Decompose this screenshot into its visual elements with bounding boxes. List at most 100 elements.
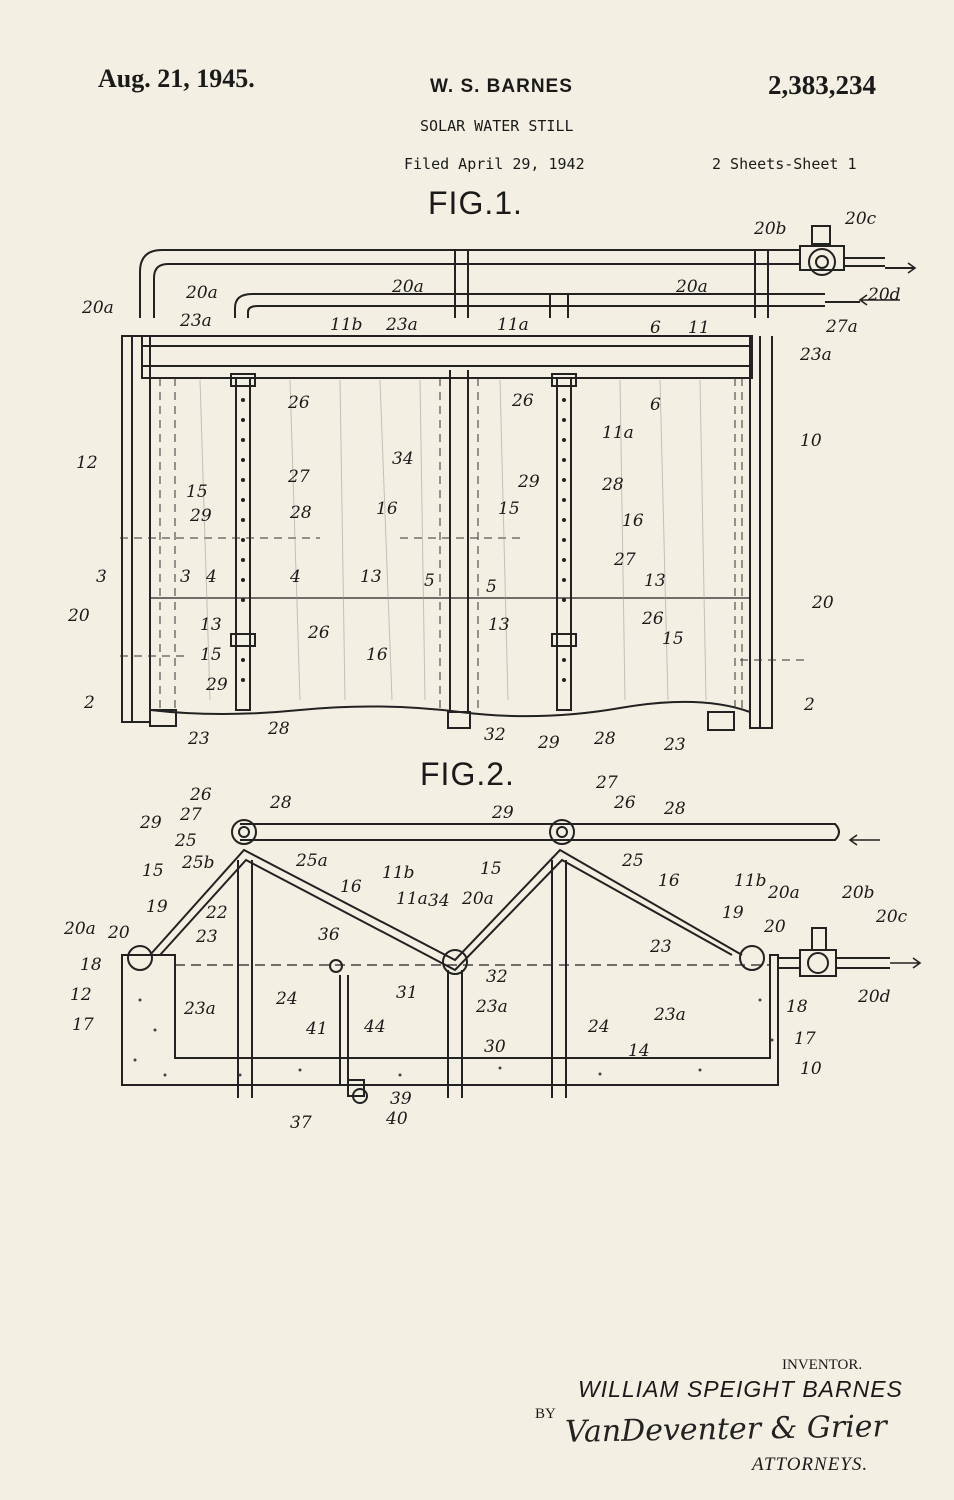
ref-numeral: 20a [185,283,218,303]
ref-numeral: 37 [290,1113,312,1133]
ref-numeral: 25a [295,851,328,871]
ref-numeral: 23a [183,999,216,1019]
ref-numeral: 29 [205,675,228,695]
ref-numeral: 4 [289,567,301,587]
ref-numeral: 15 [498,499,520,519]
ref-numeral: 29 [537,733,560,753]
ref-numeral: 30 [484,1037,506,1057]
ref-numeral: 28 [663,799,686,819]
ref-numeral: 6 [650,318,661,338]
ref-numeral: 28 [593,729,616,749]
ref-numeral: 3 [96,567,107,587]
sheet-count: 2 Sheets-Sheet 1 [712,155,857,173]
by-label: BY [535,1406,556,1422]
ref-numeral: 22 [205,903,228,923]
ref-numeral: 29 [139,813,162,833]
ref-numeral: 19 [722,903,744,923]
ref-numeral: 28 [267,719,290,739]
ref-numeral: 29 [189,506,212,526]
ref-numeral: 11b [734,871,767,891]
ref-numeral: 20 [107,923,130,943]
ref-numeral: 34 [392,449,414,469]
ref-numeral: 11a [497,315,529,335]
ref-numeral: 25 [621,851,644,871]
ref-numeral: 23a [799,345,832,365]
filed-date: Filed April 29, 1942 [404,155,585,173]
ref-numeral: 24 [275,989,298,1009]
ref-numeral: 13 [360,567,382,587]
ref-numeral: 2 [83,693,95,713]
ref-numeral: 3 [180,567,191,587]
ref-numeral: 10 [800,1059,822,1079]
fig1-title: FIG.1. [428,185,523,221]
ref-numeral: 23 [195,927,218,947]
fig1-upper-pipe [139,249,800,318]
ref-numeral: 27a [825,317,858,337]
ref-numeral: 20c [875,907,908,927]
ref-numeral: 5 [486,577,497,597]
ref-numeral: 5 [424,571,435,591]
ref-numeral: 27 [179,805,202,825]
ref-numeral: 19 [146,897,168,917]
ref-numeral: 26 [287,393,310,413]
ref-numeral: 15 [480,859,502,879]
ref-numeral: 15 [142,861,164,881]
ref-numeral: 16 [622,511,644,531]
ref-numeral: 26 [189,785,212,805]
attorneys-label: ATTORNEYS. [752,1454,869,1475]
ref-numeral: 17 [72,1015,94,1035]
ref-numeral: 2 [803,695,815,715]
inventor-header: W. S. BARNES [430,76,573,97]
ref-numeral: 41 [305,1019,328,1039]
ref-numeral: 27 [287,467,310,487]
ref-numeral: 10 [800,431,822,451]
ref-numeral: 12 [76,453,98,473]
ref-numeral: 44 [363,1017,386,1037]
ref-numeral: 24 [587,1017,610,1037]
ref-numeral: 18 [80,955,102,975]
fig1-top-frame [141,335,753,379]
ref-numeral: 28 [601,475,624,495]
ref-numeral: 14 [628,1041,650,1061]
ref-numeral: 6 [650,395,661,415]
ref-numeral: 18 [786,997,808,1017]
ref-numeral: 13 [644,571,666,591]
ref-numeral: 11 [688,318,710,338]
ref-numeral: 28 [269,793,292,813]
fig1-tube-left [235,377,251,711]
fig2-top-pipe [240,823,840,841]
ref-numeral: 23a [385,315,418,335]
ref-numeral: 20 [763,917,786,937]
ref-numeral: 29 [491,803,514,823]
fig1-lower-pipe [234,293,825,318]
ref-numeral: 12 [70,985,92,1005]
attorneys-signature: VanDeventer & Grier [564,1409,888,1450]
ref-numeral: 27 [595,773,618,793]
ref-numeral: 11a [602,423,634,443]
fig1-left-side [121,335,151,723]
fig1-reference-numerals: 20b 20c 20a 20a 20a 20d 20a 23a 23a 11b … [67,209,901,755]
ref-numeral: 20a [391,277,424,297]
ref-numeral: 23a [475,997,508,1017]
ref-numeral: 11a [396,889,428,909]
ref-numeral: 13 [488,615,510,635]
ref-numeral: 26 [307,623,330,643]
inventor-label: INVENTOR. [782,1357,863,1373]
ref-numeral: 16 [366,645,388,665]
inventor-name: WILLIAM SPEIGHT BARNES [578,1376,903,1402]
ref-numeral: 31 [396,983,418,1003]
ref-numeral: 28 [289,503,312,523]
ref-numeral: 26 [613,793,636,813]
ref-numeral: 34 [428,891,450,911]
ref-numeral: 26 [641,609,664,629]
ref-numeral: 20b [753,219,787,239]
ref-numeral: 11b [382,863,415,883]
ref-numeral: 20 [811,593,834,613]
ref-numeral: 23 [649,937,672,957]
ref-numeral: 15 [662,629,684,649]
ref-numeral: 17 [794,1029,816,1049]
ref-numeral: 20a [675,277,708,297]
fig2-title: FIG.2. [420,756,515,792]
ref-numeral: 20a [63,919,96,939]
